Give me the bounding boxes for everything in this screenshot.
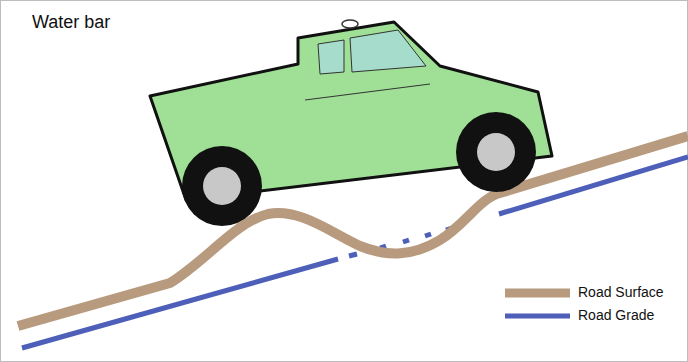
- legend-text: Road Grade: [578, 307, 654, 324]
- legend-sample-grade: [505, 314, 570, 319]
- rear-wheel: [182, 146, 262, 226]
- rear-hub: [203, 167, 241, 205]
- road-grade-line: [22, 157, 688, 348]
- legend-text: Road Surface: [578, 284, 664, 301]
- diagram-title-label: Water bar: [32, 12, 110, 34]
- roof-light: [342, 20, 358, 28]
- door-line: [305, 84, 430, 100]
- side-window: [350, 30, 426, 72]
- front-wheel: [456, 112, 536, 192]
- rear-window: [318, 40, 344, 74]
- front-hub: [477, 133, 515, 171]
- legend-sample-surface: [505, 289, 570, 298]
